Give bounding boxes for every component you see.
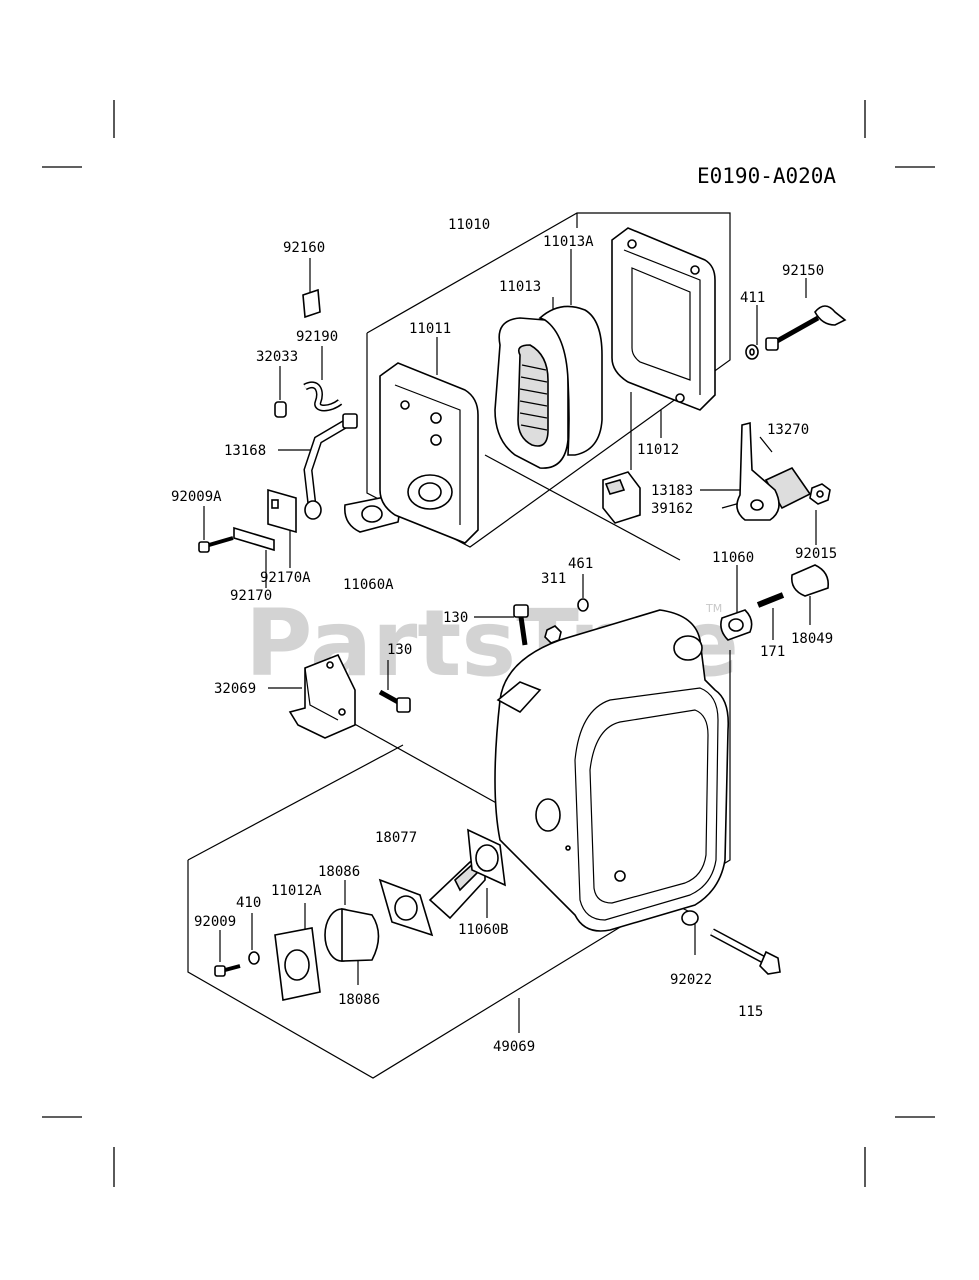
part-breather-element xyxy=(602,471,641,524)
part-18086-plate xyxy=(378,878,434,937)
label-32069: 32069 xyxy=(214,681,256,697)
part-410-washer xyxy=(248,951,260,965)
label-11060: 11060 xyxy=(712,550,754,566)
part-13168-breather-tube xyxy=(303,413,358,520)
label-171: 171 xyxy=(760,644,785,660)
part-11060-gasket xyxy=(720,609,753,641)
part-130-bolt-lower xyxy=(378,689,411,713)
label-11013: 11013 xyxy=(499,279,541,295)
part-92190-hose xyxy=(303,381,343,412)
label-13183: 13183 xyxy=(651,483,693,499)
part-49069-muffler xyxy=(494,609,730,932)
label-92015: 92015 xyxy=(795,546,837,562)
assembly-outlines xyxy=(187,212,731,1079)
label-130-upper: 130 xyxy=(443,610,468,626)
label-92022: 92022 xyxy=(670,972,712,988)
leader-lines xyxy=(203,249,817,985)
label-39162: 39162 xyxy=(651,501,693,517)
part-11012A-flange xyxy=(274,927,321,1001)
label-92170: 92170 xyxy=(230,588,272,604)
part-32033-plug xyxy=(274,401,287,418)
label-18086-upper: 18086 xyxy=(318,864,360,880)
part-18049-cap xyxy=(790,564,830,597)
label-461: 461 xyxy=(568,556,593,572)
label-11012A: 11012A xyxy=(271,883,322,899)
part-461-washer xyxy=(577,598,589,612)
part-171-stud xyxy=(756,592,785,608)
watermark-trademark: TM xyxy=(705,602,722,615)
label-411: 411 xyxy=(740,290,765,306)
part-11060B-gasket xyxy=(467,828,506,887)
label-11060B: 11060B xyxy=(458,922,509,938)
part-92170-clip xyxy=(233,526,275,552)
label-92160: 92160 xyxy=(283,240,325,256)
part-39162-plate xyxy=(736,421,780,521)
label-311: 311 xyxy=(541,571,566,587)
part-115-bolt xyxy=(710,928,781,975)
label-410: 410 xyxy=(236,895,261,911)
label-18086-lower: 18086 xyxy=(338,992,380,1008)
label-92150: 92150 xyxy=(782,263,824,279)
label-92009A: 92009A xyxy=(171,489,222,505)
label-11060A: 11060A xyxy=(343,577,394,593)
label-13270: 13270 xyxy=(767,422,809,438)
label-11011: 11011 xyxy=(409,321,451,337)
part-32069-bracket xyxy=(288,653,356,739)
label-18077: 18077 xyxy=(375,830,417,846)
part-11012-cover xyxy=(611,227,716,411)
part-11011-case xyxy=(379,362,479,544)
part-92022-washer xyxy=(681,910,699,926)
part-92009-bolt xyxy=(214,964,241,977)
part-11013A-precleaner xyxy=(538,305,603,456)
part-411-washer xyxy=(745,344,759,360)
part-92150-wing-bolt xyxy=(765,305,847,351)
label-11010: 11010 xyxy=(448,217,490,233)
part-92170A-bracket xyxy=(267,488,297,534)
element-pleats xyxy=(519,364,548,431)
part-labels: 11010 92160 11013A 11013 92150 411 92190… xyxy=(171,217,837,1055)
label-18049: 18049 xyxy=(791,631,833,647)
part-92015-nut xyxy=(809,483,831,505)
label-49069: 49069 xyxy=(493,1039,535,1055)
diagram-code: E0190-A020A xyxy=(697,164,836,188)
part-92160-pad xyxy=(302,288,321,319)
label-92170A: 92170A xyxy=(260,570,311,586)
part-18086-tube xyxy=(324,908,380,962)
label-13168: 13168 xyxy=(224,443,266,459)
crop-marks xyxy=(42,100,935,1187)
label-92009: 92009 xyxy=(194,914,236,930)
label-11012: 11012 xyxy=(637,442,679,458)
label-115: 115 xyxy=(738,1004,763,1020)
part-92009A-bolt xyxy=(198,536,234,553)
label-11013A: 11013A xyxy=(543,234,594,250)
part-11013-element xyxy=(494,317,569,469)
label-130-lower: 130 xyxy=(387,642,412,658)
label-92190: 92190 xyxy=(296,329,338,345)
part-130-bolt-upper xyxy=(513,604,529,646)
label-32033: 32033 xyxy=(256,349,298,365)
